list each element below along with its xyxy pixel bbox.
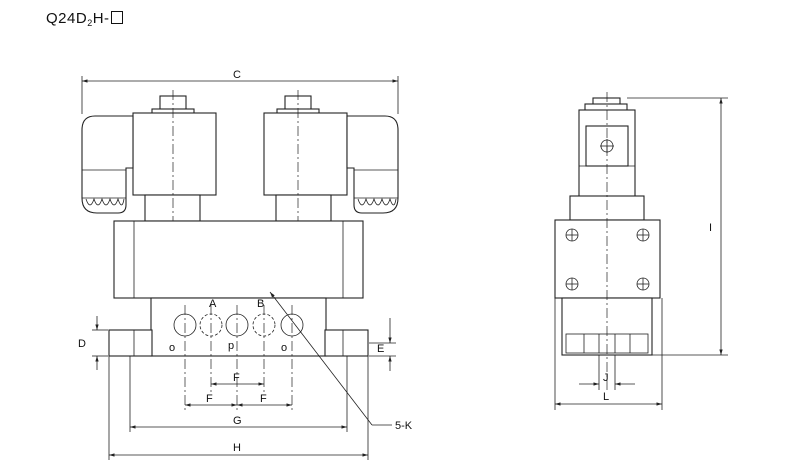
side-dimensions: I J L	[554, 97, 728, 410]
port-label-o-left: o	[169, 342, 175, 354]
port-row	[173, 305, 304, 413]
model-suffix: H-	[92, 10, 110, 27]
valve-base	[150, 297, 327, 357]
dim-label-k: 5-K	[395, 420, 413, 432]
dim-label-f-right: F	[260, 393, 267, 405]
dim-label-e: E	[377, 343, 384, 355]
model-subscript: 2	[87, 18, 93, 28]
dim-label-j: J	[603, 372, 609, 384]
square-box-icon	[110, 11, 123, 24]
model-prefix: Q24D	[46, 10, 88, 27]
dim-label-l: L	[603, 391, 609, 403]
dim-label-i: I	[709, 222, 712, 234]
front-dimensions: C D E F F F G H 5-K	[78, 69, 413, 460]
dim-label-g: G	[233, 415, 242, 427]
screw-cross-icon	[565, 228, 650, 291]
dim-label-h: H	[233, 442, 241, 454]
valve-body	[113, 220, 364, 299]
port-label-b: B	[257, 298, 264, 310]
model-title: Q24D2H-	[46, 10, 123, 28]
left-coil	[81, 90, 217, 226]
port-label-o-right: o	[281, 342, 287, 354]
dim-label-f-left: F	[206, 393, 213, 405]
side-view	[554, 92, 661, 392]
dim-label-f-top: F	[233, 372, 240, 384]
port-label-a: A	[209, 298, 217, 310]
port-label-p: p	[228, 340, 234, 352]
front-view: A B o p o	[81, 90, 399, 413]
dim-label-c: C	[233, 69, 241, 81]
dim-label-d: D	[78, 338, 86, 350]
right-coil	[263, 90, 399, 226]
